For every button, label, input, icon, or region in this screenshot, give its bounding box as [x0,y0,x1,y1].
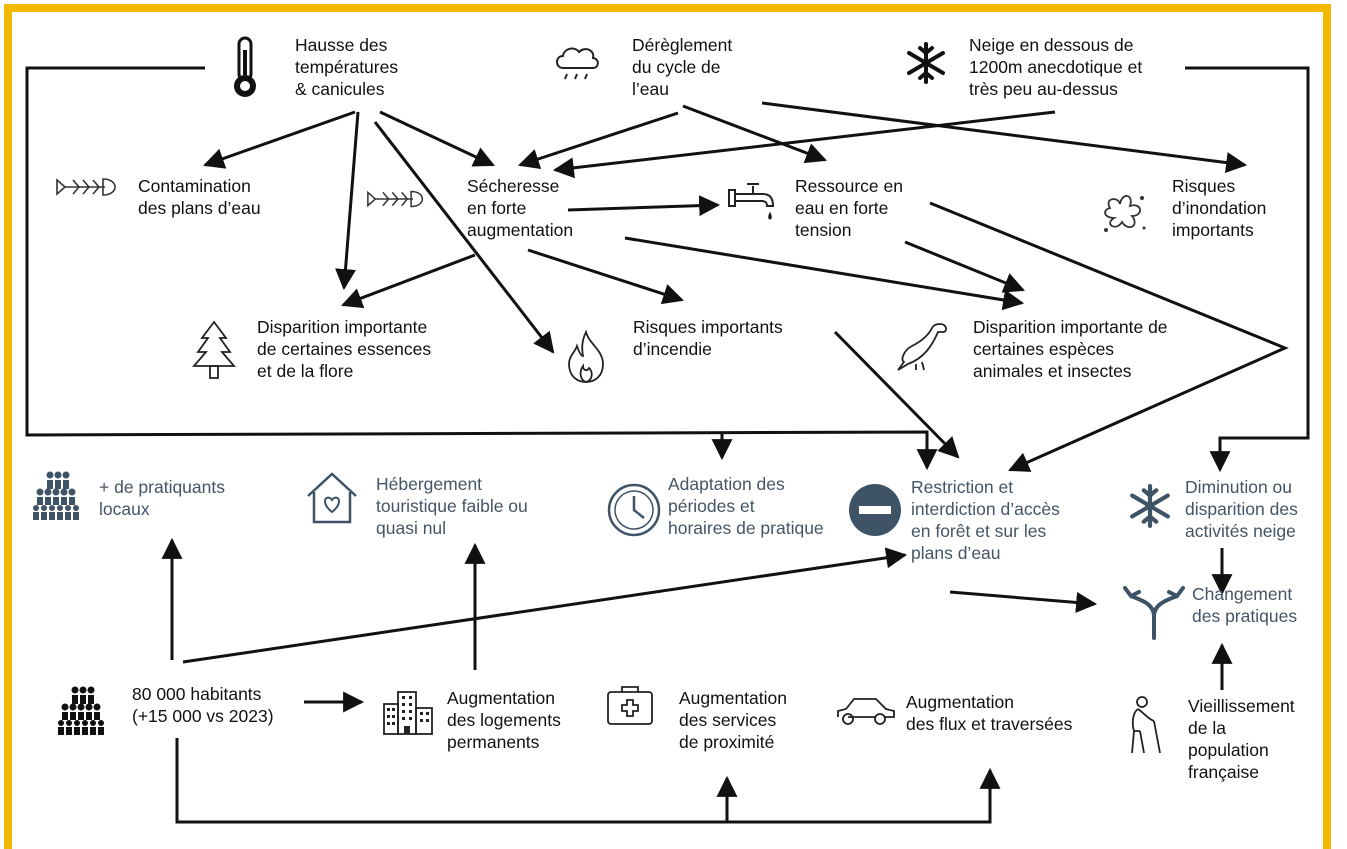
clock-icon [606,482,662,538]
node-inhabitants: 80 000 habitants (+15 000 vs 2023) [132,684,274,726]
arrow-temp-flora [335,111,360,291]
fork-arrow-icon [1121,582,1187,640]
rain-cloud-icon [553,44,601,86]
arrow-snow-loop [1185,66,1310,473]
node-access-restriction: Restriction et interdiction d’accès en f… [911,477,1060,563]
arrow-temp-loop [25,66,938,471]
snowflake-icon [905,42,947,84]
arrow-inhab-bottom [175,738,1001,824]
node-fire: Risques importants d’incendie [633,317,783,359]
fish-skeleton-icon [55,176,121,198]
node-snow: Neige en dessous de 1200m anecdotique et… [969,35,1143,99]
node-traffic: Augmentation des flux et traversées [906,692,1073,734]
bird-icon [894,320,950,372]
medical-kit-icon [606,684,654,726]
splash-icon [1100,188,1150,238]
faucet-icon [727,178,781,230]
node-temperatures: Hausse des températures & canicules [295,35,399,99]
node-snow-activities: Diminution ou disparition des activités … [1185,477,1298,541]
arrow-resource-restriction [929,201,1289,472]
arrow-restriction-change [949,590,1098,613]
node-contamination: Contamination des plans d’eau [138,176,261,218]
group-icon [55,682,111,738]
arrow-fire-restriction [833,330,960,459]
arrow-snow-drought [552,110,1056,179]
node-housing: Augmentation des logements permanents [447,688,561,752]
node-tourist-housing: Hébergement touristique faible ou quasi … [376,474,528,538]
house-heart-icon [304,470,360,526]
node-flora: Disparition importante de certaines esse… [257,317,432,381]
node-services: Augmentation des services de proximité [679,688,787,752]
node-drought: Sécheresse en forte augmentation [467,176,574,240]
arrow-inhab-restriction [182,547,908,664]
arrow-drought-resource [567,195,721,217]
node-aging: Vieillissement de la population français… [1188,696,1295,782]
arrow-water-flood [761,101,1248,174]
node-practice-change: Changement des pratiques [1192,584,1298,626]
flame-icon [565,330,607,384]
snowflake-icon [1128,484,1172,528]
arrow-temp-fire [373,121,555,354]
no-entry-icon [847,482,903,538]
fish-skeleton-icon [366,188,428,210]
arrow-temp-contamination [203,110,356,169]
thermometer-icon [229,36,261,100]
arrow-water-drought [518,111,679,170]
buildings-icon [382,690,434,736]
tree-icon [190,320,238,380]
arrow-water-resource [682,104,827,164]
group-icon [30,470,86,520]
diagram-frame [4,4,1331,849]
arrow-drought-fire [527,248,684,305]
node-time-adaptation: Adaptation des périodes et horaires de p… [668,474,824,538]
arrow-temp-drought [379,110,495,167]
node-water-resource: Ressource en eau en forte tension [795,176,903,240]
arrow-drought-flora [341,253,476,309]
node-local-practitioners: + de pratiquants locaux [99,477,225,519]
node-flood: Risques d’inondation importants [1172,176,1267,240]
arrow-resource-fauna [904,240,1025,293]
node-water-cycle: Dérèglement du cycle de l’eau [632,35,733,99]
node-fauna: Disparition importante de certaines espè… [973,317,1168,381]
arrow-drought-fauna [624,236,1025,311]
car-icon [834,695,898,727]
elderly-person-icon [1128,695,1168,755]
